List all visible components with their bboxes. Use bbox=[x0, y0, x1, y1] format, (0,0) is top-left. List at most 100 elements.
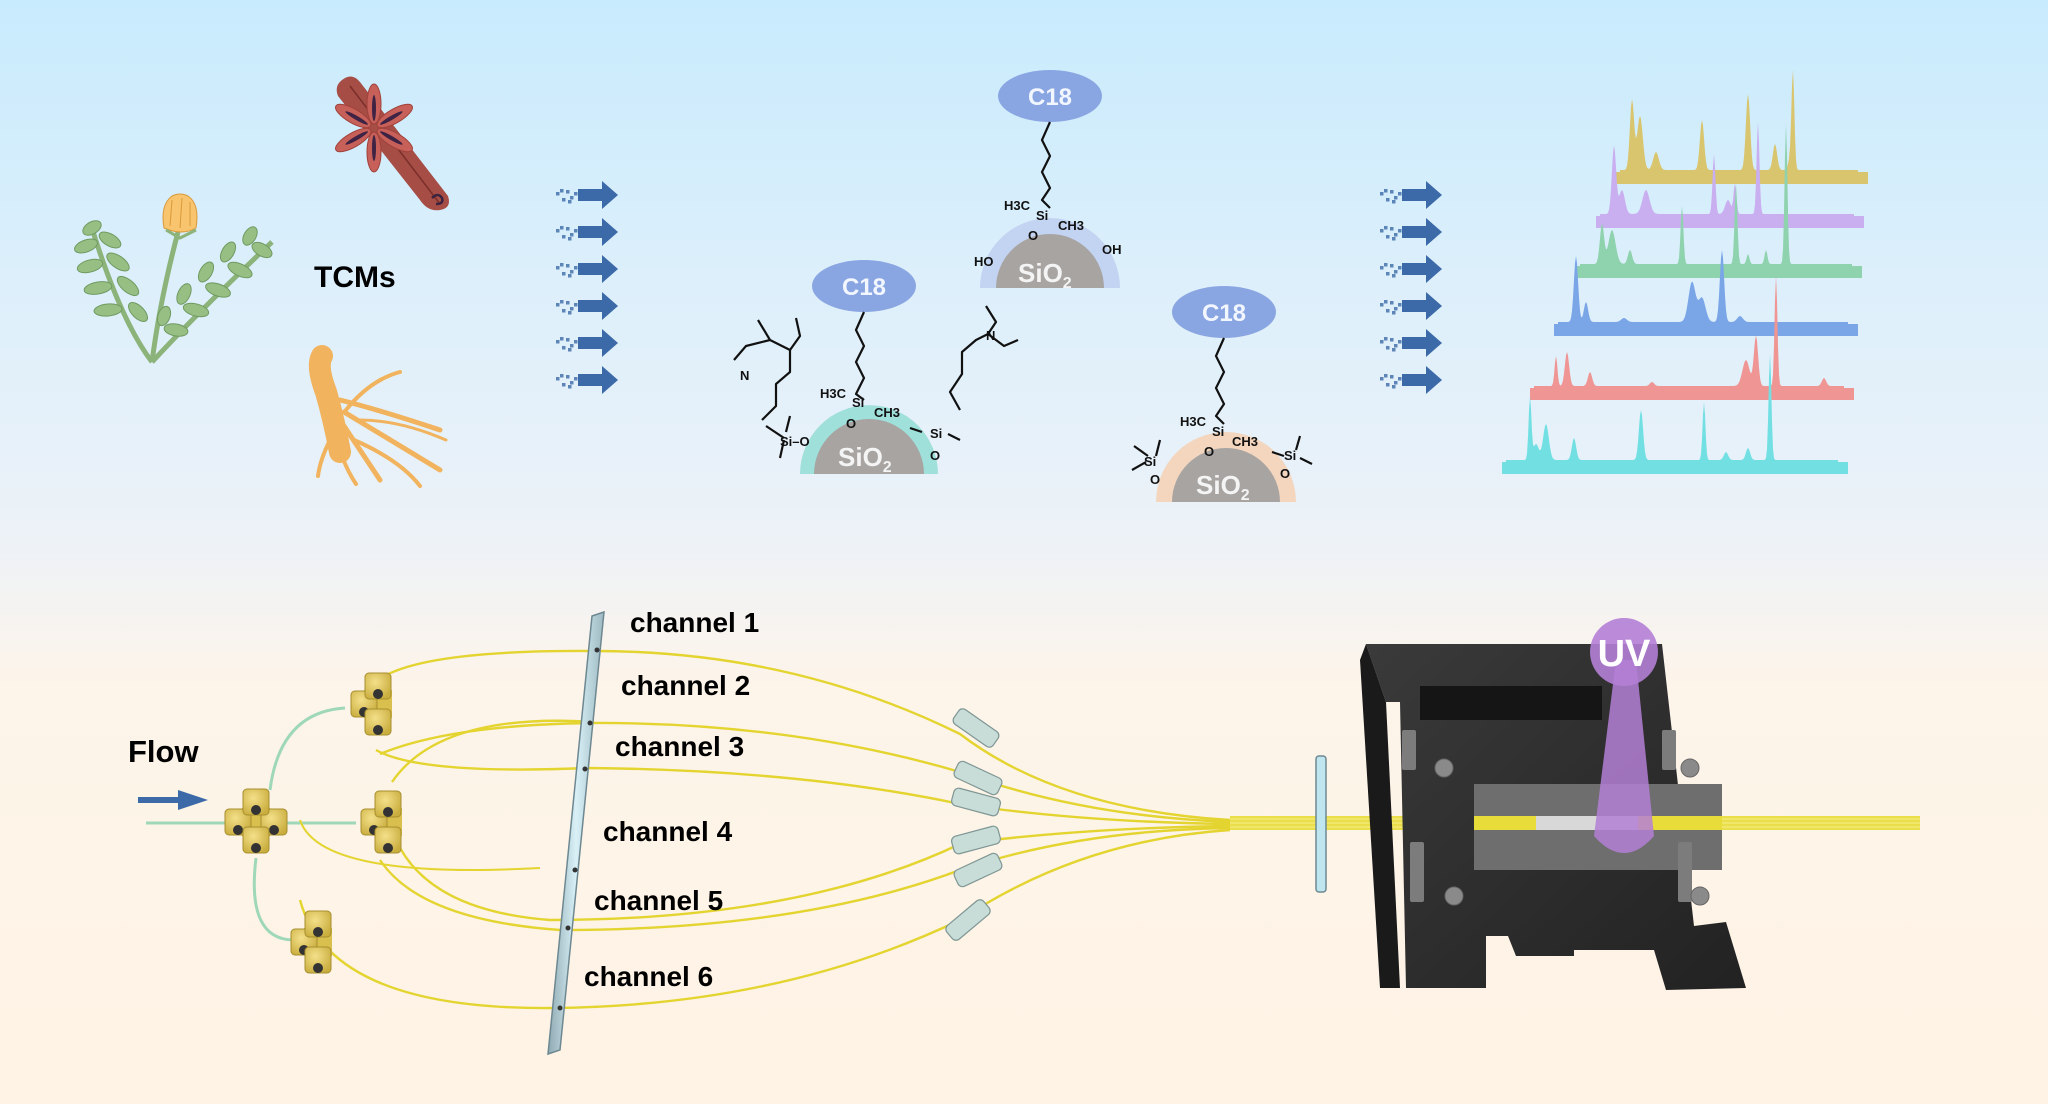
core-label: SiO2 bbox=[1196, 470, 1250, 504]
arrow-icon bbox=[556, 255, 618, 283]
fitting bbox=[242, 788, 270, 816]
svg-text:Si: Si bbox=[930, 426, 942, 441]
channel-label-1: channel 1 bbox=[630, 607, 759, 638]
column-union-2 bbox=[953, 760, 1003, 796]
star-anise-cinnamon-icon bbox=[335, 76, 449, 211]
uv-beam bbox=[1594, 660, 1654, 853]
core-label: SiO2 bbox=[1018, 258, 1072, 292]
bundle-plate bbox=[1315, 755, 1327, 893]
svg-text:N: N bbox=[740, 368, 749, 383]
fitting bbox=[304, 946, 332, 974]
structure-unendcapped-c18: SiO2 C18 H3C Si CH3 O HO OH bbox=[974, 70, 1122, 292]
c18-ellipse bbox=[1172, 286, 1276, 338]
arrow-icon bbox=[1380, 366, 1442, 394]
channel-label-5: channel 5 bbox=[594, 885, 723, 916]
chromatogram-4 bbox=[1554, 250, 1858, 336]
svg-text:H3C: H3C bbox=[1004, 198, 1031, 213]
capillary-6 bbox=[298, 828, 1231, 1010]
svg-text:O: O bbox=[1028, 228, 1038, 243]
tee-connector-2 bbox=[360, 790, 402, 854]
connectors bbox=[224, 672, 402, 974]
column-union-3 bbox=[951, 787, 1001, 817]
arrow-icon bbox=[556, 366, 618, 394]
structure-amine-modified-c18: SiO2 C18 H3C Si CH3 O Si–O N N Si O bbox=[733, 260, 1019, 476]
arrow-icon bbox=[556, 181, 618, 209]
uv-label: UV bbox=[1598, 633, 1651, 675]
herb-plant-icon bbox=[74, 193, 274, 364]
svg-text:Si: Si bbox=[1144, 454, 1156, 469]
channel-labels: channel 1 channel 2 channel 3 channel 4 … bbox=[584, 607, 759, 992]
svg-text:Si: Si bbox=[1212, 424, 1224, 439]
column-union-1 bbox=[952, 708, 1000, 748]
svg-text:Si: Si bbox=[1284, 448, 1296, 463]
channel-label-6: channel 6 bbox=[584, 961, 713, 992]
capillary-5 bbox=[379, 826, 1231, 932]
silica-core bbox=[996, 234, 1104, 288]
svg-text:Si: Si bbox=[1036, 208, 1048, 223]
tee-connector-3 bbox=[290, 910, 332, 974]
svg-text:O: O bbox=[1204, 444, 1214, 459]
fitting bbox=[242, 826, 270, 854]
capillary-2 bbox=[379, 721, 1231, 824]
svg-text:CH3: CH3 bbox=[1058, 218, 1084, 233]
c18-ellipse bbox=[998, 70, 1102, 122]
svg-text:H3C: H3C bbox=[1180, 414, 1207, 429]
c18-label: C18 bbox=[842, 274, 886, 301]
svg-text:OH: OH bbox=[1102, 242, 1122, 257]
flow-label: Flow bbox=[128, 734, 199, 769]
detector-holder bbox=[1360, 644, 1746, 990]
column-union-6 bbox=[945, 899, 991, 941]
core-label: SiO2 bbox=[838, 442, 892, 476]
manifold-plate bbox=[547, 610, 605, 1056]
arrow-icon bbox=[1380, 218, 1442, 246]
svg-text:O: O bbox=[846, 416, 856, 431]
holder-slot bbox=[1420, 686, 1602, 720]
svg-text:H3C: H3C bbox=[820, 386, 847, 401]
fitting bbox=[304, 910, 332, 938]
uv-source bbox=[1590, 618, 1658, 686]
chromatogram-6 bbox=[1502, 354, 1848, 474]
column-union-5 bbox=[953, 852, 1003, 888]
svg-text:O: O bbox=[1280, 466, 1290, 481]
arrow-icon bbox=[1380, 329, 1442, 357]
svg-text:Si: Si bbox=[852, 395, 864, 410]
svg-text:N: N bbox=[986, 328, 995, 343]
channel-label-2: channel 2 bbox=[621, 670, 750, 701]
arrow-icon bbox=[1380, 292, 1442, 320]
arrow-icon bbox=[556, 218, 618, 246]
chromatogram-5 bbox=[1530, 276, 1854, 400]
arrow-groups bbox=[556, 181, 1442, 394]
c18-label: C18 bbox=[1028, 84, 1072, 111]
fitting bbox=[364, 708, 392, 736]
capillary-1 bbox=[377, 649, 1231, 822]
capillaries bbox=[298, 649, 1231, 1010]
channel-label-4: channel 4 bbox=[603, 816, 733, 847]
chromatograms bbox=[1502, 69, 1868, 474]
fitting bbox=[374, 826, 402, 854]
uv-lamp: UV bbox=[1590, 618, 1658, 853]
arrow-icon bbox=[1380, 255, 1442, 283]
tcms-label: TCMs bbox=[314, 261, 396, 294]
arrow-icon bbox=[1380, 181, 1442, 209]
chromatogram-2 bbox=[1596, 122, 1864, 228]
silica-core bbox=[1172, 448, 1280, 502]
flow-arrow-icon bbox=[138, 790, 208, 810]
fitting bbox=[364, 672, 392, 700]
capillary-3 bbox=[375, 748, 1231, 826]
svg-text:CH3: CH3 bbox=[874, 405, 900, 420]
cross-connector bbox=[224, 788, 288, 854]
svg-text:CH3: CH3 bbox=[1232, 434, 1258, 449]
column-unions bbox=[945, 708, 1003, 941]
c18-label: C18 bbox=[1202, 300, 1246, 327]
capillary-4 bbox=[390, 719, 1231, 922]
structure-tms-endcapped-c18: SiO2 C18 H3C Si CH3 O Si O Si O bbox=[1131, 286, 1313, 504]
column-union-4 bbox=[951, 825, 1001, 855]
svg-text:O: O bbox=[1150, 472, 1160, 487]
svg-text:O: O bbox=[930, 448, 940, 463]
chromatogram-3 bbox=[1576, 124, 1862, 278]
channel-label-3: channel 3 bbox=[615, 731, 744, 762]
ginseng-root-icon bbox=[308, 345, 448, 488]
tee-connector-1 bbox=[350, 672, 392, 736]
svg-text:HO: HO bbox=[974, 254, 994, 269]
